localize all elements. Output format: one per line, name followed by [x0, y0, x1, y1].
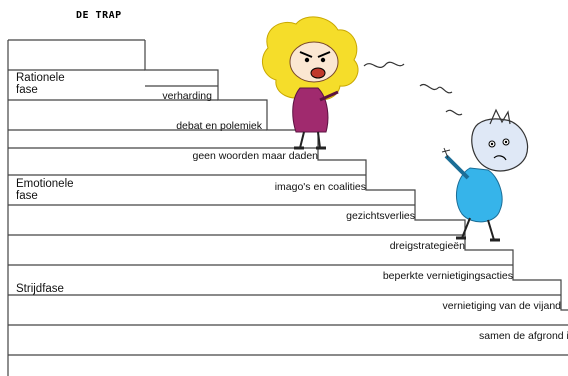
step-label: verharding — [162, 90, 212, 102]
step-label: vernietiging van de vijand — [442, 300, 562, 312]
angry-woman-figure — [261, 16, 359, 150]
step-label: samen de afgrond in — [479, 330, 568, 342]
scared-man-figure — [441, 108, 529, 242]
phase-label-strijd: Strijdfase — [16, 283, 64, 295]
staircase-lines — [7, 39, 568, 376]
phase-label-rational: Rationele fase — [16, 72, 65, 96]
step-label: imago's en coalities — [274, 181, 366, 193]
diagram-title: DE TRAP — [76, 10, 122, 21]
step-label: dreigstrategieën — [389, 240, 465, 252]
step-label: gezichtsverlies — [346, 210, 415, 222]
step-label: debat en polemiek — [176, 120, 262, 132]
step-label: geen woorden maar daden — [192, 150, 318, 162]
step-label: beperkte vernietigingsacties — [382, 270, 513, 282]
shout-lines — [363, 61, 463, 116]
phase-label-emotional: Emotionele fase — [16, 178, 74, 202]
